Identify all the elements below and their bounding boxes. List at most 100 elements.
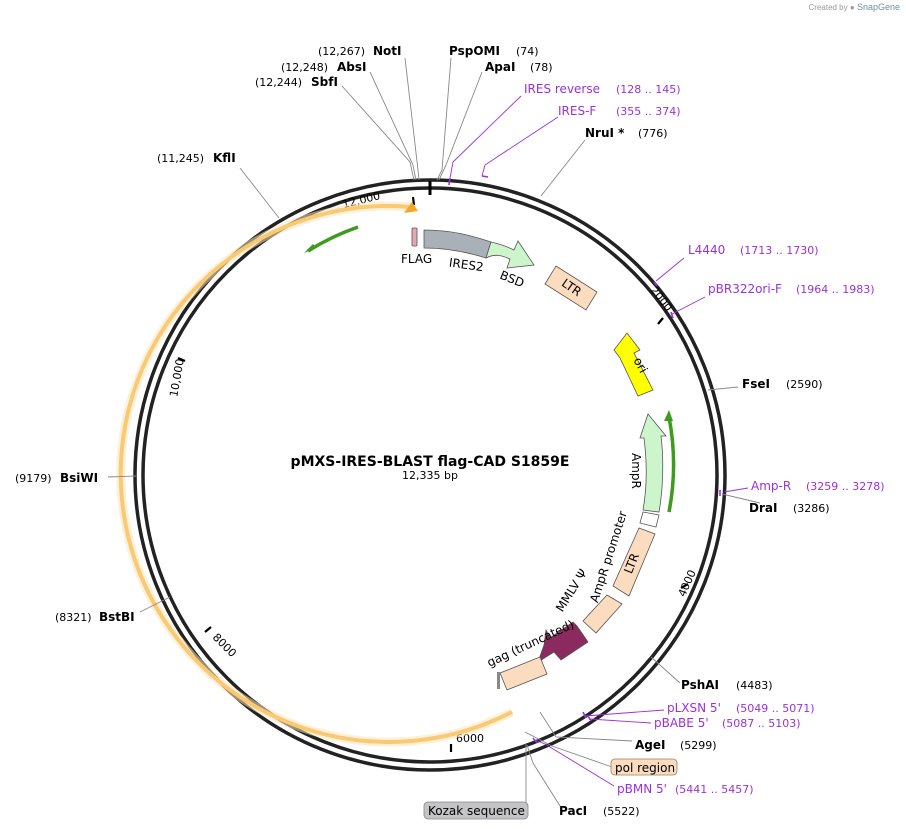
enzyme-name-noti[interactable]: NotI [373,44,402,58]
enzyme-pos-drai: (3286) [793,502,830,515]
leader-agei [539,711,633,742]
primer-leaders [449,95,749,787]
primer-name-ires-reverse[interactable]: IRES reverse [524,82,600,96]
feature-ampr-promoter[interactable] [639,511,660,528]
enzyme-name-bsiwi[interactable]: BsiWI [60,471,98,485]
enzyme-name-bstbi[interactable]: BstBI [99,610,135,624]
feature-ires2[interactable] [423,229,492,259]
feature-mmlv-psi[interactable] [582,594,623,634]
primer-range-pbmn: (5441 .. 5457) [675,783,754,796]
feature-ltr-upper[interactable] [544,265,598,311]
leader-apai [438,71,483,181]
primer-mark-ires-f [481,175,489,178]
enzyme-name-apai[interactable]: ApaI [485,60,515,74]
feature-flag[interactable] [411,227,418,247]
feature-ires2-label: IRES2 [448,256,484,275]
primer-mark-pbmn [532,737,538,744]
tick-mark-8000 [204,626,212,633]
enzyme-pos-nrui: (776) [638,127,668,140]
enzyme-pos-pshai: (4483) [736,679,773,692]
enzyme-name-agei[interactable]: AgeI [635,738,665,752]
leader-noti [404,57,420,181]
scale-ticks [177,196,689,752]
feature-gag-arrow[interactable] [537,621,589,663]
primer-name-l4440[interactable]: L4440 [688,243,725,257]
enzyme-pos-bstbi: (8321) [55,611,92,624]
enzyme-pos-agei: (5299) [680,739,717,752]
credit-prefix: Created by [808,3,848,12]
feature-ltr-lower[interactable] [612,527,656,597]
enzyme-name-nrui[interactable]: NruI * [585,126,625,140]
primer-name-pbabe[interactable]: pBABE 5' [654,716,709,730]
enzyme-pos-apai: (78) [530,61,553,74]
leader-amp-r [723,487,749,493]
enzyme-pos-noti: (12,267) [318,45,365,58]
kozak-sequence-box[interactable] [423,801,529,820]
primer-name-amp-r[interactable]: Amp-R [751,479,791,493]
tick-label-2000: 2000 [647,284,674,314]
orange-arc-arrowhead [404,202,418,213]
orange-feature-arc-halo [116,201,515,747]
enzyme-pos-pspomi: (74) [516,45,539,58]
feature-gag-truncated[interactable] [499,656,548,691]
enzyme-name-absi[interactable]: AbsI [337,60,366,74]
enzyme-leaders [107,57,761,807]
leader-sbfi [341,85,415,181]
tick-mark-10000 [177,356,186,363]
enzyme-pos-absi: (12,248) [281,61,328,74]
enzyme-name-fsei[interactable]: FseI [742,377,770,391]
feature-mmlv-psi-label: MMLV Ψ [553,567,590,615]
leader-bsiwi [107,475,137,478]
primer-name-pbr322ori-f[interactable]: pBR322ori-F [708,282,782,296]
leader-pspomi [436,57,452,181]
primer-mark-pbr322ori [670,311,674,319]
leader-plxsn [584,709,665,717]
primer-range-pbabe: (5087 .. 5103) [722,717,801,730]
primer-name-plxsn[interactable]: pLXSN 5' [667,701,721,715]
primer-range-ires-f: (355 .. 374) [616,105,681,118]
leader-ires-f [481,116,559,177]
feature-bsd-label: BSD [498,268,526,290]
tick-label-8000: 8000 [210,631,239,660]
leader-l4440 [655,257,685,282]
enzyme-name-pshai[interactable]: PshAI [681,678,719,692]
backbone-outer-ring [133,178,727,772]
enzyme-pos-bsiwi: (9179) [15,472,52,485]
leader-pbabe [589,718,652,724]
primer-name-pbmn[interactable]: pBMN 5' [617,782,667,796]
leader-paci [526,744,561,807]
feature-ori-label: ori [631,355,651,375]
pol-region-box[interactable] [610,758,678,776]
enzyme-labels: (12,267) NotI (12,248) AbsI (12,244) Sbf… [15,44,830,818]
enzyme-name-sbfi[interactable]: SbfI [311,75,338,89]
feature-gag-edge [497,672,500,689]
enzyme-name-drai[interactable]: DraI [749,501,777,515]
leader-drai [721,493,761,504]
enzyme-pos-sbfi: (12,244) [255,76,302,89]
feature-ori[interactable] [613,332,654,397]
primer-range-plxsn: (5049 .. 5071) [736,702,815,715]
feature-ampr[interactable] [639,413,667,513]
kozak-sequence-label: Kozak sequence [428,804,525,818]
primer-labels: IRES reverse (128 .. 145) IRES-F (355 ..… [524,82,885,796]
primer-mark-ires-reverse [448,177,451,186]
feature-bsd[interactable] [485,240,535,269]
primer-name-ires-f[interactable]: IRES-F [558,104,596,118]
enzyme-name-paci[interactable]: PacI [559,804,587,818]
primer-marks [448,175,721,744]
green-arc-right [667,416,676,513]
enzyme-name-kfli[interactable]: KflI [213,151,236,165]
primer-mark-pbabe [587,715,592,722]
feature-ampr-label: AmpR [629,453,643,489]
pol-region-label: pol region [615,761,675,775]
enzyme-name-pspomi[interactable]: PspOMI [449,44,500,58]
leader-pshai [650,656,681,684]
primer-range-ires-reverse: (128 .. 145) [616,83,681,96]
enzyme-pos-paci: (5522) [603,805,640,818]
snapgene-credit: Created by ● SnapGene [809,2,901,12]
plasmid-length: 12,335 bp [402,469,458,482]
leader-pbr322ori-f [671,296,706,315]
credit-brand: SnapGene [856,2,900,12]
plasmid-title: pMXS-IRES-BLAST flag-CAD S1859E [291,454,570,470]
